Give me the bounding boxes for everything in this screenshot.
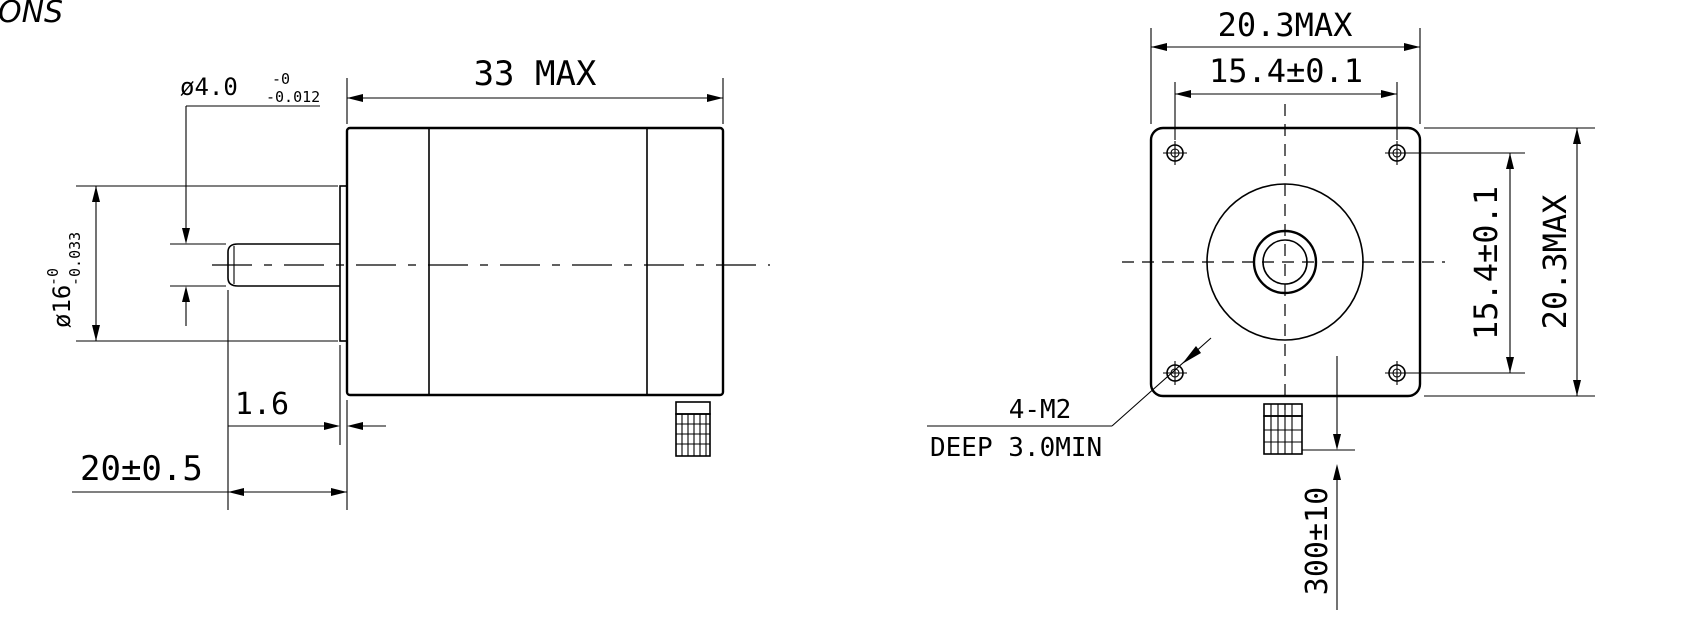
hole-spacing-v-label: 15.4±0.1 <box>1467 186 1505 340</box>
hole-spacing-label: 15.4±0.1 <box>1209 52 1363 90</box>
side-view: 33 MAX ø4.0 -0 -0.012 ø16 -0 -0.033 1.6 <box>44 54 770 510</box>
motor-body-outline <box>345 126 725 397</box>
length-label: 33 MAX <box>474 54 597 94</box>
mounting-hole <box>1163 141 1187 165</box>
shaft-dia-tol-lower: -0.012 <box>266 88 320 106</box>
height-max-label: 20.3MAX <box>1536 195 1574 330</box>
boss-dia-label: ø16 <box>48 285 76 328</box>
shaft-dia-label: ø4.0 <box>180 73 238 101</box>
connector <box>675 401 711 457</box>
header-title-fragment: ONS <box>0 0 63 30</box>
mounting-hole <box>1163 361 1187 385</box>
connector <box>1263 403 1303 455</box>
boss-height-label: 1.6 <box>235 387 289 422</box>
boss-dia-tol-upper: -0 <box>44 268 62 286</box>
shaft-length-label: 20±0.5 <box>80 449 203 489</box>
front-view: 20.3MAX 15.4±0.1 15.4±0.1 20.3MAX 4-M2 D… <box>927 6 1595 610</box>
lead-length-label: 300±10 <box>1300 487 1335 595</box>
shaft-dia-tol-upper: -0 <box>272 70 290 88</box>
width-max-label: 20.3MAX <box>1218 6 1353 44</box>
thread-depth-label: DEEP 3.0MIN <box>930 433 1102 463</box>
thread-label: 4-M2 <box>1009 395 1072 425</box>
boss-dia-tol-lower: -0.033 <box>66 232 84 286</box>
mounting-boss <box>339 185 348 342</box>
